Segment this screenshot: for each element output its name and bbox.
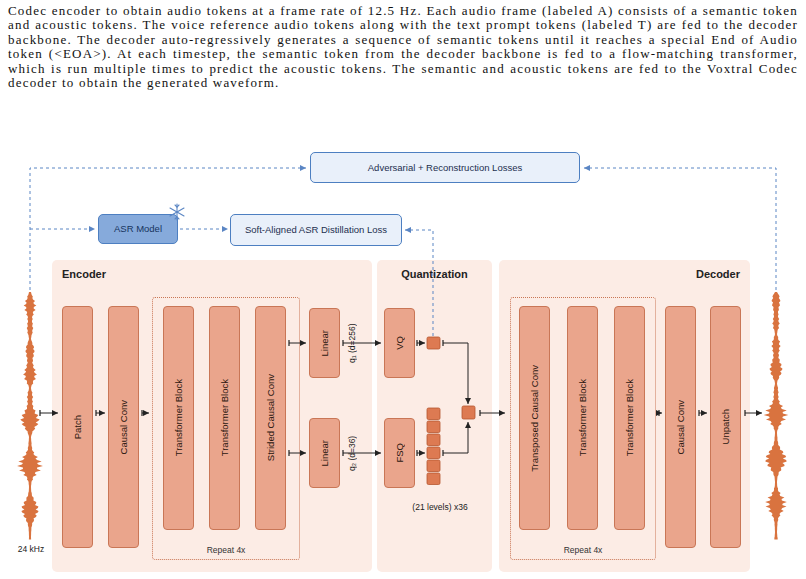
node-label: FSQ <box>394 443 405 463</box>
acoustic-tokens <box>427 408 440 485</box>
audio-waveform <box>764 292 789 540</box>
layer-block: Transformer Block <box>163 306 194 530</box>
node-label: VQ <box>394 336 405 350</box>
loss-dashed-line <box>30 168 306 290</box>
layer-block: Linear <box>309 308 340 378</box>
repeat-group: Repeat 4x Transformer Block Transformer Bl… <box>152 297 300 560</box>
audio-waveform <box>17 292 43 540</box>
mapsto-arrow <box>40 413 58 414</box>
decoder-panel: DecoderRepeat 4x Transposed Causal Conv Tr… <box>499 260 750 572</box>
node-label: Transposed Causal Conv <box>529 365 540 472</box>
panel-title: Decoder <box>509 268 740 280</box>
node-label: Linear <box>319 330 330 356</box>
layer-block: Strided Causal Conv <box>255 306 286 530</box>
waveforms <box>17 292 788 540</box>
snowflake-icon <box>170 204 184 220</box>
repeat-note: Repeat 4x <box>511 545 655 555</box>
loss-box: Soft-Aligned ASR Distillation Loss <box>230 214 402 246</box>
layer-block: VQ <box>384 308 415 378</box>
loss-dashed-line <box>584 168 776 290</box>
node-label: Causal Conv <box>118 400 129 454</box>
node-label: Patch <box>72 415 83 439</box>
dimension-label: q₂ (d=36) <box>344 410 360 496</box>
semantic-token <box>427 337 440 349</box>
repeat-note: Repeat 4x <box>153 545 299 555</box>
panel-title: Quantization <box>387 268 482 280</box>
layer-block: Transformer Block <box>567 306 598 530</box>
mapsto-arrow <box>480 413 505 414</box>
levels-label: (21 levels) x36 <box>393 500 487 514</box>
distill-dashed-line <box>405 230 433 336</box>
flow-arrow <box>343 343 381 344</box>
flow-arrow <box>142 413 149 414</box>
node-label: Linear <box>319 440 330 466</box>
node-label: Strided Causal Conv <box>265 374 276 461</box>
flow-arrow <box>699 413 707 414</box>
mapsto-arrow <box>745 413 762 414</box>
panel-title: Encoder <box>62 268 362 280</box>
layer-block: Unpatch <box>710 306 741 548</box>
quantization-panel: QuantizationVQ FSQ <box>377 260 492 572</box>
dimension-label: q₁ (d=256) <box>344 300 360 386</box>
layer-block: Transformer Block <box>614 306 645 530</box>
combined-token <box>462 406 475 419</box>
layout-graphics <box>30 168 776 485</box>
flow-arrow <box>659 413 662 414</box>
layer-block: Linear <box>309 418 340 488</box>
edge-layer <box>96 229 707 453</box>
layer-block: FSQ <box>384 418 415 488</box>
node-label: Transformer Block <box>577 379 588 456</box>
merge-arrow <box>443 343 468 404</box>
asr-dashed-line <box>30 229 95 230</box>
node-label: Transformer Block <box>624 379 635 456</box>
flow-arrow <box>289 453 306 454</box>
dashed-arrow <box>180 229 228 230</box>
layer-block: Patch <box>62 306 93 548</box>
layer-block: Transposed Causal Conv <box>519 306 550 530</box>
figure-caption: Codec encoder to obtain audio tokens at … <box>8 4 798 90</box>
node-label: Unpatch <box>720 409 731 444</box>
merge-arrow <box>443 422 468 453</box>
node-label: Transformer Block <box>173 379 184 456</box>
layer-block: Transformer Block <box>209 306 240 530</box>
node-label: Causal Conv <box>675 400 686 454</box>
layer-block: Causal Conv <box>108 306 139 548</box>
node-label: Adversarial + Reconstruction Losses <box>368 162 522 173</box>
flow-arrow <box>289 343 306 344</box>
loss-box: Adversarial + Reconstruction Losses <box>310 152 580 183</box>
node-label: ASR Model <box>114 223 162 234</box>
model-box: ASR Model <box>98 214 178 244</box>
mapsto-arrow <box>417 343 425 344</box>
node-label: Soft-Aligned ASR Distillation Loss <box>245 224 387 235</box>
sample-rate-label: 24 kHz <box>6 542 56 556</box>
node-label: Transformer Block <box>219 379 230 456</box>
mapsto-arrow <box>417 453 425 454</box>
repeat-group: Repeat 4x Transposed Causal Conv Transform… <box>510 297 656 560</box>
flow-arrow <box>343 453 381 454</box>
flow-arrow <box>96 413 105 414</box>
encoder-panel: EncoderPatch Causal ConvRepeat 4x Transfor… <box>52 260 372 572</box>
layer-block: Causal Conv <box>665 306 696 548</box>
